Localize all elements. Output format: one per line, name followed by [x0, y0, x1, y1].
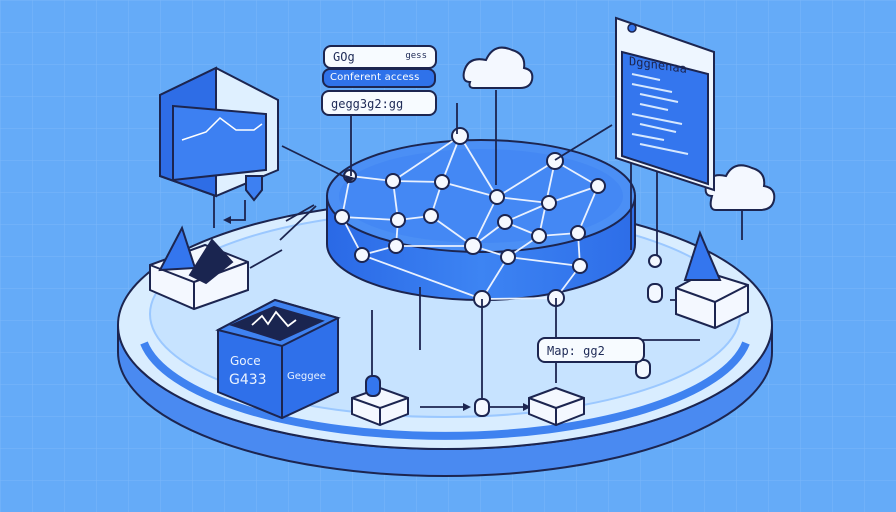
database-icon: [647, 254, 663, 303]
access-tag: Conferent access: [322, 68, 436, 88]
chart-box-line1: Goce: [230, 354, 261, 368]
chart-box-line2: G433: [229, 372, 267, 388]
chart-box-side-label: Geggee: [287, 371, 326, 382]
access-tag-label: Conferent access: [330, 72, 420, 83]
storage-block: [528, 386, 585, 427]
code-tag-label: gegg3g2:gg: [331, 97, 404, 111]
chart-block-right: [675, 230, 749, 330]
top-tag-side-label: gess: [405, 51, 427, 61]
connector-arrows: [223, 175, 531, 411]
map-label: Map: gg2: [537, 337, 645, 363]
chart-block-left: [149, 225, 249, 311]
storage-block: [351, 375, 409, 427]
code-window-icon: [615, 16, 715, 192]
top-tag: GOg gess: [323, 45, 437, 69]
cloud-icon: [462, 46, 534, 89]
database-cylinder: [326, 139, 636, 301]
code-tag: gegg3g2:gg: [321, 90, 437, 116]
monitor-icon: [159, 66, 279, 202]
top-tag-label: GOg: [333, 50, 355, 64]
chart-box-icon: [215, 298, 341, 420]
map-label-text: Map: gg2: [547, 344, 605, 358]
database-icon: [474, 398, 490, 417]
